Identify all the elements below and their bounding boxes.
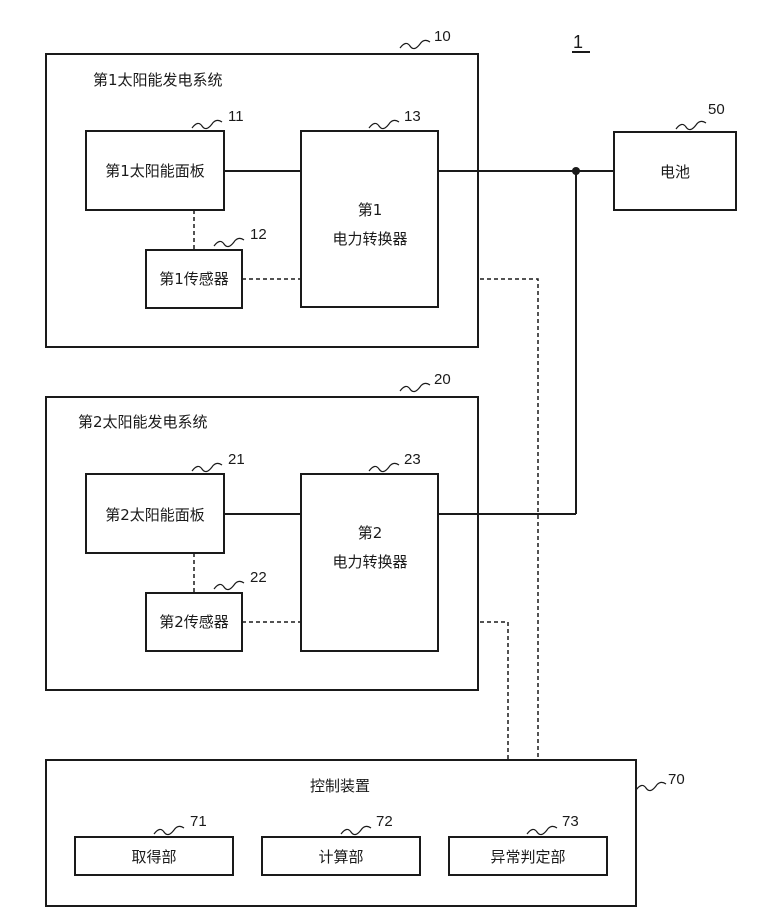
converter1-to-controller-signal xyxy=(480,279,538,760)
system1-converter-label-line2: 电力转换器 xyxy=(332,230,407,248)
controller-title: 控制装置 xyxy=(310,777,370,795)
system1-converter-label-line1: 第1 xyxy=(358,201,383,219)
battery-group: 电池 50 xyxy=(614,101,736,210)
system2-converter-ref: 23 xyxy=(404,451,421,468)
system2-panel-label: 第2太阳能面板 xyxy=(105,506,205,524)
system2-ref-leader xyxy=(400,383,430,391)
acquisition-unit-label: 取得部 xyxy=(131,848,176,866)
calculation-unit-ref: 72 xyxy=(376,813,393,830)
system1-sensor-label: 第1传感器 xyxy=(159,270,229,288)
system2-panel-ref: 21 xyxy=(228,451,245,468)
system1-sensor-ref: 12 xyxy=(250,226,267,243)
battery-label: 电池 xyxy=(660,163,690,181)
system1-title: 第1太阳能发电系统 xyxy=(93,71,223,89)
system1-ref-leader xyxy=(400,40,430,48)
system2-group: 第2太阳能发电系统 20 第2太阳能面板 21 第2传感器 22 第2 电力转换… xyxy=(46,371,478,690)
converter2-to-controller-signal xyxy=(480,622,508,760)
figure-number: 1 xyxy=(573,32,583,52)
system2-ref: 20 xyxy=(434,371,451,388)
controller-ref-leader xyxy=(636,782,666,790)
system1-ref: 10 xyxy=(434,28,451,45)
anomaly-determination-unit-ref: 73 xyxy=(562,813,579,830)
system2-converter-label-line2: 电力转换器 xyxy=(332,553,407,571)
system1-group: 第1太阳能发电系统 10 第1太阳能面板 11 第1传感器 12 第1 电力转换… xyxy=(46,28,478,347)
system2-title: 第2太阳能发电系统 xyxy=(78,413,208,431)
controller-group: 控制装置 70 取得部 71 计算部 72 异常判定部 73 xyxy=(46,760,685,906)
bus-junction-dot xyxy=(572,167,580,175)
system2-sensor-label: 第2传感器 xyxy=(159,613,229,631)
controller-ref: 70 xyxy=(668,771,685,788)
system1-converter-box xyxy=(301,131,438,307)
system2-converter-label-line1: 第2 xyxy=(358,524,383,542)
anomaly-determination-unit-label: 异常判定部 xyxy=(490,848,565,866)
acquisition-unit-ref: 71 xyxy=(190,813,207,830)
calculation-unit-label: 计算部 xyxy=(318,848,363,866)
system1-converter-ref: 13 xyxy=(404,108,421,125)
battery-ref: 50 xyxy=(708,101,725,118)
system1-panel-label: 第1太阳能面板 xyxy=(105,162,205,180)
system1-panel-ref: 11 xyxy=(228,108,244,125)
battery-ref-leader xyxy=(676,121,706,129)
system2-sensor-ref: 22 xyxy=(250,569,267,586)
